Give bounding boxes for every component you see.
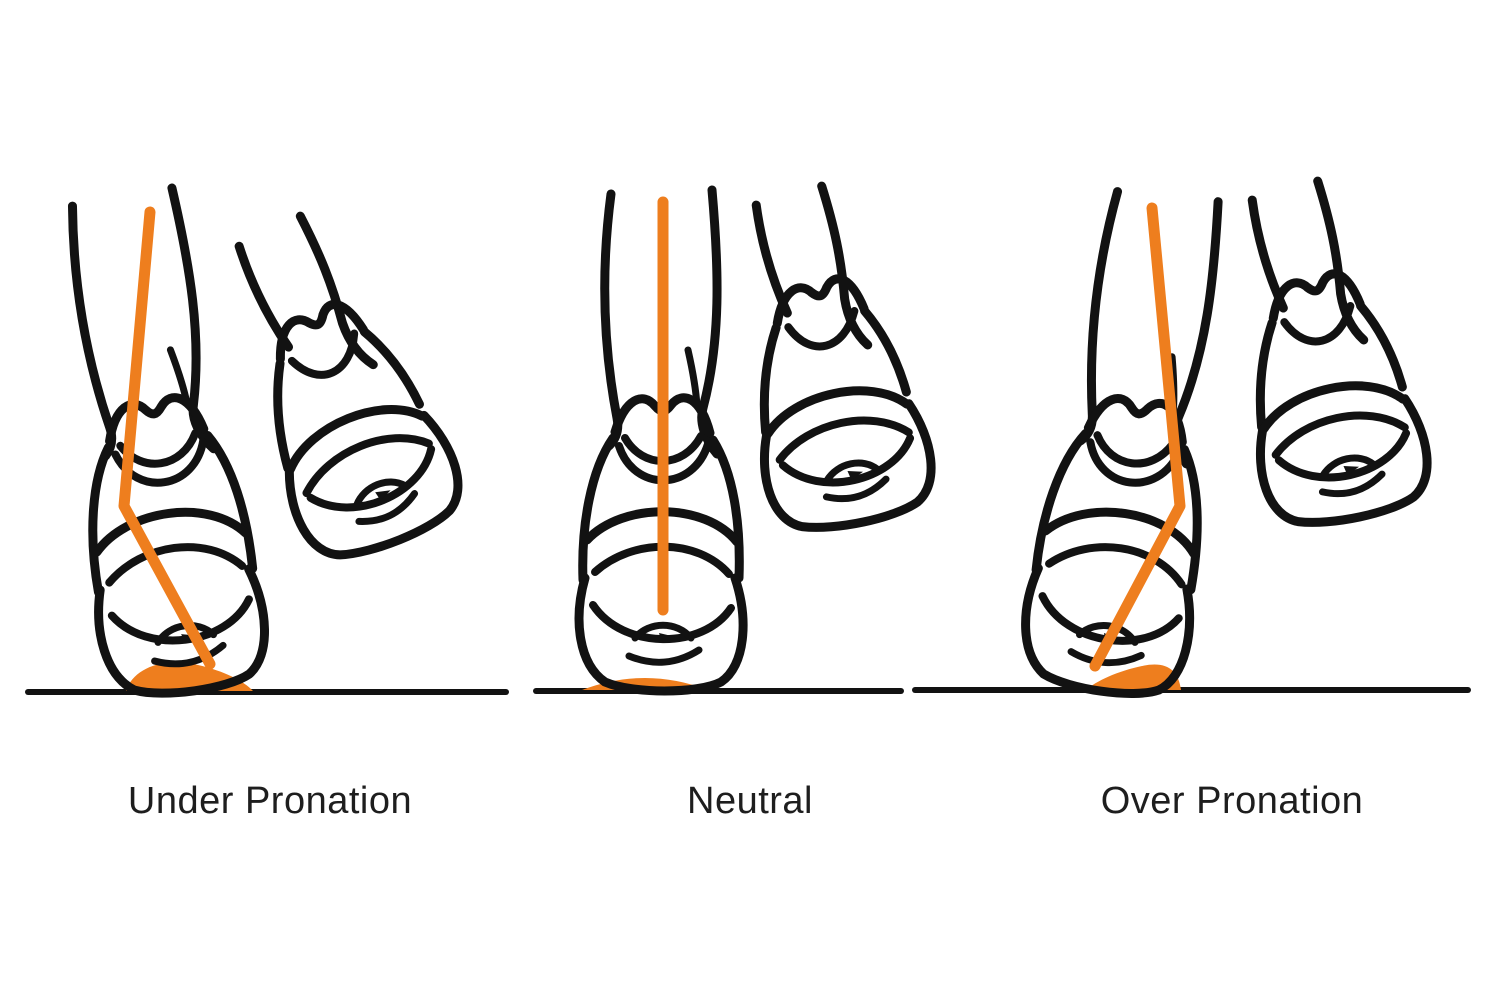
lifted-foot-illustration (193, 197, 473, 572)
alignment-line (1089, 202, 1186, 672)
panel-label-neutral: Neutral (687, 780, 813, 822)
lifted-foot-illustration (1205, 171, 1437, 535)
alignment-line (118, 206, 216, 670)
panel-over-pronation (912, 171, 1471, 702)
heel-contact-patch (1086, 664, 1181, 690)
heel-contact-patch (126, 662, 253, 691)
planted-foot-illustration (40, 184, 272, 703)
panel-under-pronation (25, 184, 509, 703)
panel-label-over-pronation: Over Pronation (1100, 780, 1364, 822)
lifted-foot-illustration (709, 176, 941, 540)
planted-foot-illustration (1017, 183, 1249, 702)
panel-neutral (533, 176, 941, 691)
panel-label-under-pronation: Under Pronation (127, 780, 413, 822)
